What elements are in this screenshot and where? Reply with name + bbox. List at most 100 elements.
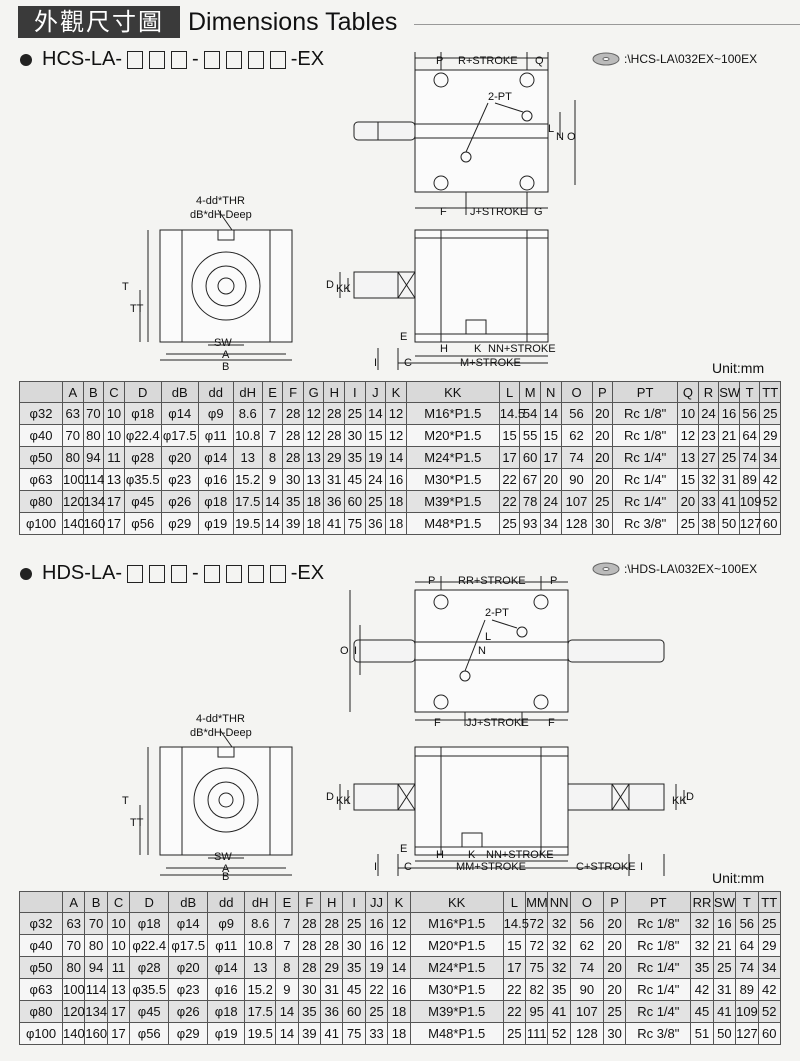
- table-cell: 14: [261, 512, 284, 535]
- table-cell: 82: [525, 978, 549, 1001]
- column-header: I: [344, 381, 366, 403]
- table-cell: 80: [84, 934, 108, 957]
- table-cell: 35: [282, 490, 304, 513]
- table-cell: 11: [106, 956, 131, 979]
- dim-jj-stroke: JJ+STROKE: [466, 717, 529, 729]
- table-cell: φ26: [160, 490, 199, 513]
- table-cell: 15: [677, 468, 699, 491]
- table-cell: 109: [735, 1000, 759, 1023]
- code-box-icon: [149, 564, 166, 583]
- code-box-icon: [127, 564, 144, 583]
- table-cell: M48*P1.5: [405, 512, 500, 535]
- dim-p2: P: [550, 575, 557, 587]
- dim-q: Q: [535, 55, 544, 67]
- table-cell: 17: [539, 446, 562, 469]
- table-cell: 100: [61, 978, 86, 1001]
- model-prefix: HDS-LA-: [42, 562, 123, 584]
- table-cell: 31: [712, 978, 737, 1001]
- table-cell: 42: [759, 468, 781, 491]
- table-cell: 20: [602, 912, 627, 935]
- table-cell: M30*P1.5: [409, 978, 504, 1001]
- table-cell: 8: [275, 956, 299, 979]
- dim-h: H: [436, 849, 444, 861]
- table-cell: 74: [560, 446, 593, 469]
- table-cell: 19.5: [244, 1022, 277, 1045]
- column-header: P: [591, 381, 614, 403]
- table-cell: 78: [519, 490, 541, 513]
- table-cell: 20: [591, 402, 614, 425]
- dim-t: T: [122, 795, 129, 807]
- table-cell: φ23: [168, 978, 209, 1001]
- dim-n: N: [556, 131, 564, 143]
- table-cell: 15: [498, 424, 521, 447]
- column-header: TT: [759, 381, 781, 403]
- cad-file-link-hcs[interactable]: :\HCS-LA\032EX~100EX: [592, 52, 757, 66]
- column-header: B: [82, 381, 105, 403]
- table-cell: 18: [302, 512, 325, 535]
- code-box-icon: [269, 50, 286, 69]
- unit-label: Unit:mm: [712, 870, 765, 886]
- dim-deep: dB*dH-Deep: [190, 209, 252, 221]
- table-cell: 25: [502, 1022, 527, 1045]
- table-cell: φ16: [207, 978, 246, 1001]
- table-cell: 34: [539, 512, 562, 535]
- table-cell: 30: [282, 468, 304, 491]
- column-header: MM: [525, 891, 549, 913]
- table-cell: 34: [759, 446, 781, 469]
- cad-file-link-hds[interactable]: :\HDS-LA\032EX~100EX: [592, 562, 757, 576]
- dim-c-stroke: C+STROKE: [576, 861, 636, 873]
- dim-b: B: [222, 361, 229, 373]
- table-cell: 13: [302, 446, 325, 469]
- column-header: L: [498, 381, 521, 403]
- table-cell: 70: [84, 912, 108, 935]
- column-header: C: [103, 381, 125, 403]
- model-sep: -: [192, 48, 199, 70]
- table-cell: 7: [261, 424, 284, 447]
- table-cell: Rc 3/8": [612, 512, 679, 535]
- table-cell: 28: [282, 402, 304, 425]
- table-cell: φ63: [19, 468, 63, 491]
- model-code-hds: HDS-LA- - -EX: [20, 562, 324, 585]
- dim-nn-stroke: NN+STROKE: [488, 343, 556, 355]
- dim-d: D: [326, 279, 334, 291]
- column-header: E: [261, 381, 284, 403]
- code-box-icon: [149, 50, 166, 69]
- dim-i: I: [374, 357, 377, 369]
- column-header: A: [61, 891, 86, 913]
- table-cell: 41: [323, 512, 346, 535]
- table-cell: 12: [302, 402, 325, 425]
- dim-p: P: [428, 575, 435, 587]
- table-cell: 29: [759, 424, 781, 447]
- table-cell: 67: [519, 468, 541, 491]
- table-cell: 25: [342, 912, 366, 935]
- column-header: H: [323, 381, 346, 403]
- table-cell: Rc 1/4": [612, 468, 679, 491]
- dim-j-stroke: J+STROKE: [470, 206, 527, 218]
- table-cell: 16: [364, 912, 389, 935]
- table-cell: 60: [759, 512, 781, 535]
- table-cell: 13: [302, 468, 325, 491]
- table-cell: 114: [82, 468, 104, 491]
- table-cell: 7: [275, 912, 299, 935]
- table-cell: φ18: [207, 1000, 246, 1023]
- table-cell: Rc 1/8": [612, 424, 679, 447]
- table-cell: φ19: [207, 1022, 246, 1045]
- table-cell: 93: [519, 512, 541, 535]
- column-header: NN: [547, 891, 571, 913]
- table-cell: 12: [385, 402, 407, 425]
- table-cell: 28: [297, 956, 322, 979]
- cd-disc-icon: [592, 562, 620, 576]
- dim-o: O: [340, 645, 349, 657]
- table-cell: 14: [539, 402, 562, 425]
- table-cell: 39: [282, 512, 304, 535]
- table-cell: φ28: [129, 956, 170, 979]
- dim-d2: D: [686, 791, 694, 803]
- table-cell: 24: [364, 468, 387, 491]
- table-cell: 10: [106, 912, 131, 935]
- table-cell: 14: [275, 1000, 299, 1023]
- table-cell: φ50: [19, 956, 63, 979]
- table-cell: 25: [591, 490, 614, 513]
